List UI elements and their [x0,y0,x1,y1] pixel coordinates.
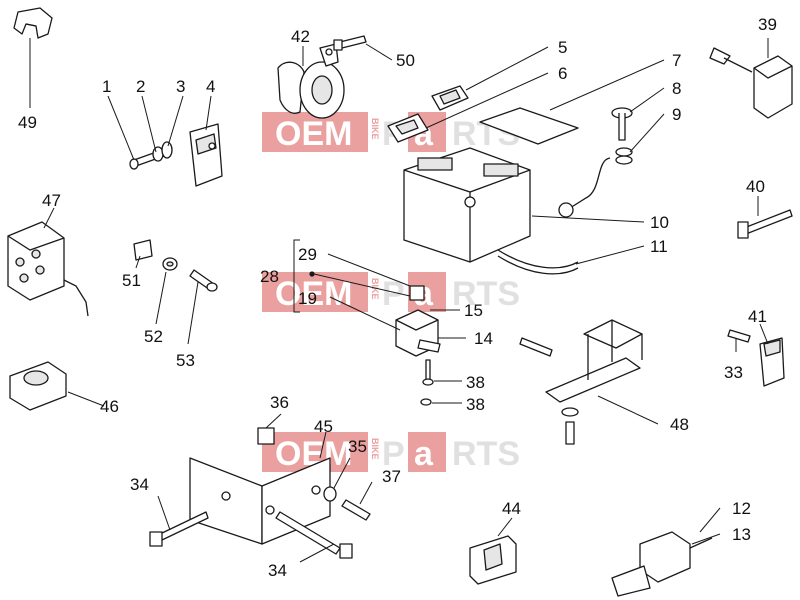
callouts: 49 1 2 3 4 42 50 5 6 7 8 9 10 11 39 40 4… [18,15,777,580]
callout-44: 44 [502,499,521,518]
callout-2: 2 [136,77,145,96]
part-34-bolt-b [275,511,353,559]
watermark-p-text: P [382,435,405,473]
watermark-rts-text: RTS [452,435,520,473]
part-51-clip-nut [133,239,153,261]
callout-37: 37 [382,467,401,486]
part-12-connector [611,531,713,597]
callout-4: 4 [206,77,215,96]
callout-33: 33 [724,363,743,382]
callout-51: 51 [122,271,141,290]
callout-38-b: 38 [466,395,485,414]
part-4-bracket [189,123,223,187]
watermark-oem-text: OEM [275,115,352,153]
part-37-screw [341,499,371,521]
part-6-strap [387,113,429,143]
callout-1: 1 [102,77,111,96]
watermark-bike-text: BIKE [370,438,380,460]
watermark-bottom: OEM BIKE P a RTS [262,432,520,473]
callout-48: 48 [670,415,689,434]
watermark-p-text: P [382,275,405,313]
watermark-bike-text: BIKE [370,118,380,140]
callout-12: 12 [732,499,751,518]
part-44-rubber-block [469,535,517,585]
part-49-clip [13,7,53,39]
callout-47: 47 [42,191,61,210]
callout-52: 52 [144,327,163,346]
part-34-bolt-a [149,511,209,547]
part-8-bolt [611,107,633,141]
part-14-relay-box [395,309,441,357]
callout-7: 7 [672,51,681,70]
callout-14: 14 [474,329,493,348]
part-11-cable [497,249,579,275]
part-48-bracket [519,319,643,445]
callout-8: 8 [672,79,681,98]
callout-39: 39 [758,15,777,34]
part-38-screw-a [422,359,434,386]
callout-42: 42 [291,27,310,46]
callout-34-b: 34 [268,561,287,580]
callout-15: 15 [464,301,483,320]
callout-46: 46 [100,397,119,416]
callout-10: 10 [650,213,669,232]
part-3-washer [161,141,173,159]
watermark-bike-text: BIKE [370,278,380,300]
callout-35: 35 [348,437,367,456]
part-5-strap [431,85,469,111]
callout-13: 13 [732,525,751,544]
part-36-nut [257,427,275,445]
part-7-pad [479,107,579,145]
callout-41: 41 [748,307,767,326]
leader-lines [29,38,769,563]
callout-34-a: 34 [130,475,149,494]
callout-6: 6 [558,64,567,83]
part-38-screw-b [420,398,432,406]
callout-36: 36 [270,393,289,412]
battery [403,147,531,263]
part-10-cable [558,157,611,218]
part-50-bolt [333,35,367,51]
callout-19: 19 [298,289,317,308]
callout-28-dot [309,271,315,277]
part-45-bracket [189,457,331,545]
part-47-buzzer [7,221,89,317]
callout-9: 9 [672,105,681,124]
part-41-clip [759,337,785,387]
part-46-holder [9,361,67,411]
part-39-module [709,47,793,119]
watermark-a-text: a [414,435,434,473]
callout-53: 53 [176,351,195,370]
callout-28: 28 [260,267,279,286]
callout-50: 50 [396,51,415,70]
part-42-horn [277,43,345,119]
watermark-middle: OEM BIKE P a RTS [262,272,520,313]
watermark-top: OEM BIKE P a RTS [262,112,520,153]
part-35-washer [323,486,337,502]
part-33-screw [727,329,751,343]
part-29-fuse [409,285,425,301]
part-53-screw [189,269,218,292]
callout-40: 40 [746,177,765,196]
part-9-washer [615,147,633,165]
callout-49: 49 [18,113,37,132]
callout-5: 5 [558,38,567,57]
watermark-oem-text: OEM [275,275,352,313]
callout-3: 3 [176,77,185,96]
watermark-rts-text: RTS [452,275,520,313]
part-40-bolt [737,209,793,239]
callout-11: 11 [650,237,668,256]
callout-29: 29 [298,245,317,264]
part-52-washer [162,257,178,271]
callout-45: 45 [314,417,333,436]
callout-38-a: 38 [466,373,485,392]
